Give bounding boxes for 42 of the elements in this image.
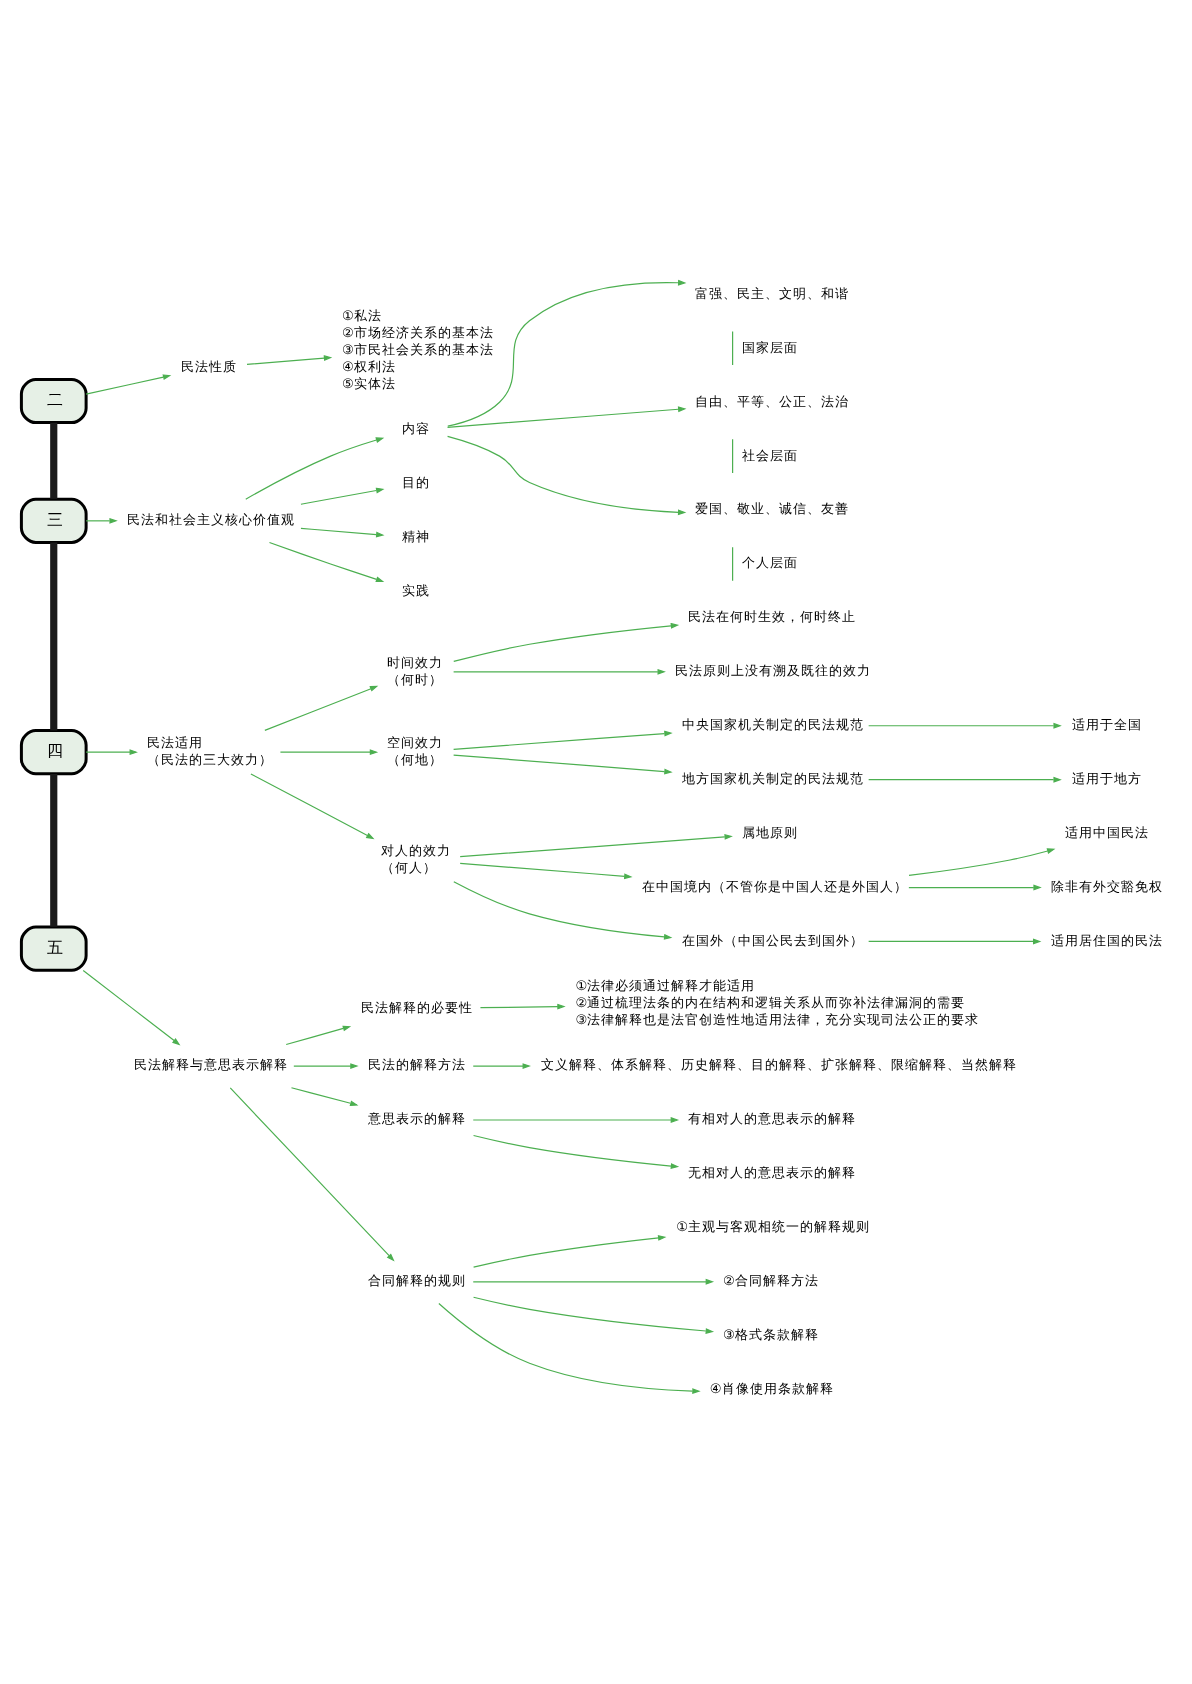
connector bbox=[50, 773, 58, 927]
arrow bbox=[290, 1087, 359, 1107]
arrow bbox=[472, 1278, 715, 1285]
arrow bbox=[868, 938, 1042, 945]
arrow bbox=[453, 622, 680, 662]
arrow bbox=[264, 685, 379, 731]
arrow bbox=[82, 969, 181, 1046]
arrow bbox=[250, 773, 375, 840]
arrow bbox=[246, 355, 333, 365]
arrow bbox=[472, 1134, 680, 1169]
arrow bbox=[453, 881, 673, 940]
arrow bbox=[472, 1296, 715, 1334]
arrow bbox=[268, 541, 385, 583]
connector bbox=[50, 542, 58, 731]
arrow bbox=[472, 1117, 680, 1123]
arrow bbox=[868, 776, 1062, 783]
arrow bbox=[447, 279, 687, 427]
arrow bbox=[459, 862, 633, 880]
arrow bbox=[446, 435, 687, 516]
arrow bbox=[293, 1063, 359, 1070]
arrow bbox=[908, 884, 1042, 891]
arrow bbox=[85, 749, 138, 756]
arrow bbox=[868, 722, 1062, 729]
arrow bbox=[285, 1025, 352, 1046]
arrow bbox=[473, 1235, 667, 1268]
arrow bbox=[453, 730, 673, 750]
arrow bbox=[85, 517, 118, 524]
arrow bbox=[229, 1087, 395, 1262]
arrow bbox=[438, 1302, 701, 1394]
arrow bbox=[300, 487, 385, 505]
arrow bbox=[453, 668, 666, 675]
arrow bbox=[472, 1063, 531, 1070]
arrow bbox=[245, 437, 385, 500]
arrow bbox=[908, 848, 1056, 876]
arrow bbox=[300, 527, 385, 538]
arrow bbox=[446, 406, 687, 428]
connector bbox=[50, 422, 58, 499]
arrow bbox=[85, 374, 172, 395]
arrow bbox=[279, 749, 379, 756]
arrow bbox=[459, 833, 733, 858]
arrow bbox=[453, 754, 673, 775]
arrow bbox=[479, 1003, 566, 1010]
